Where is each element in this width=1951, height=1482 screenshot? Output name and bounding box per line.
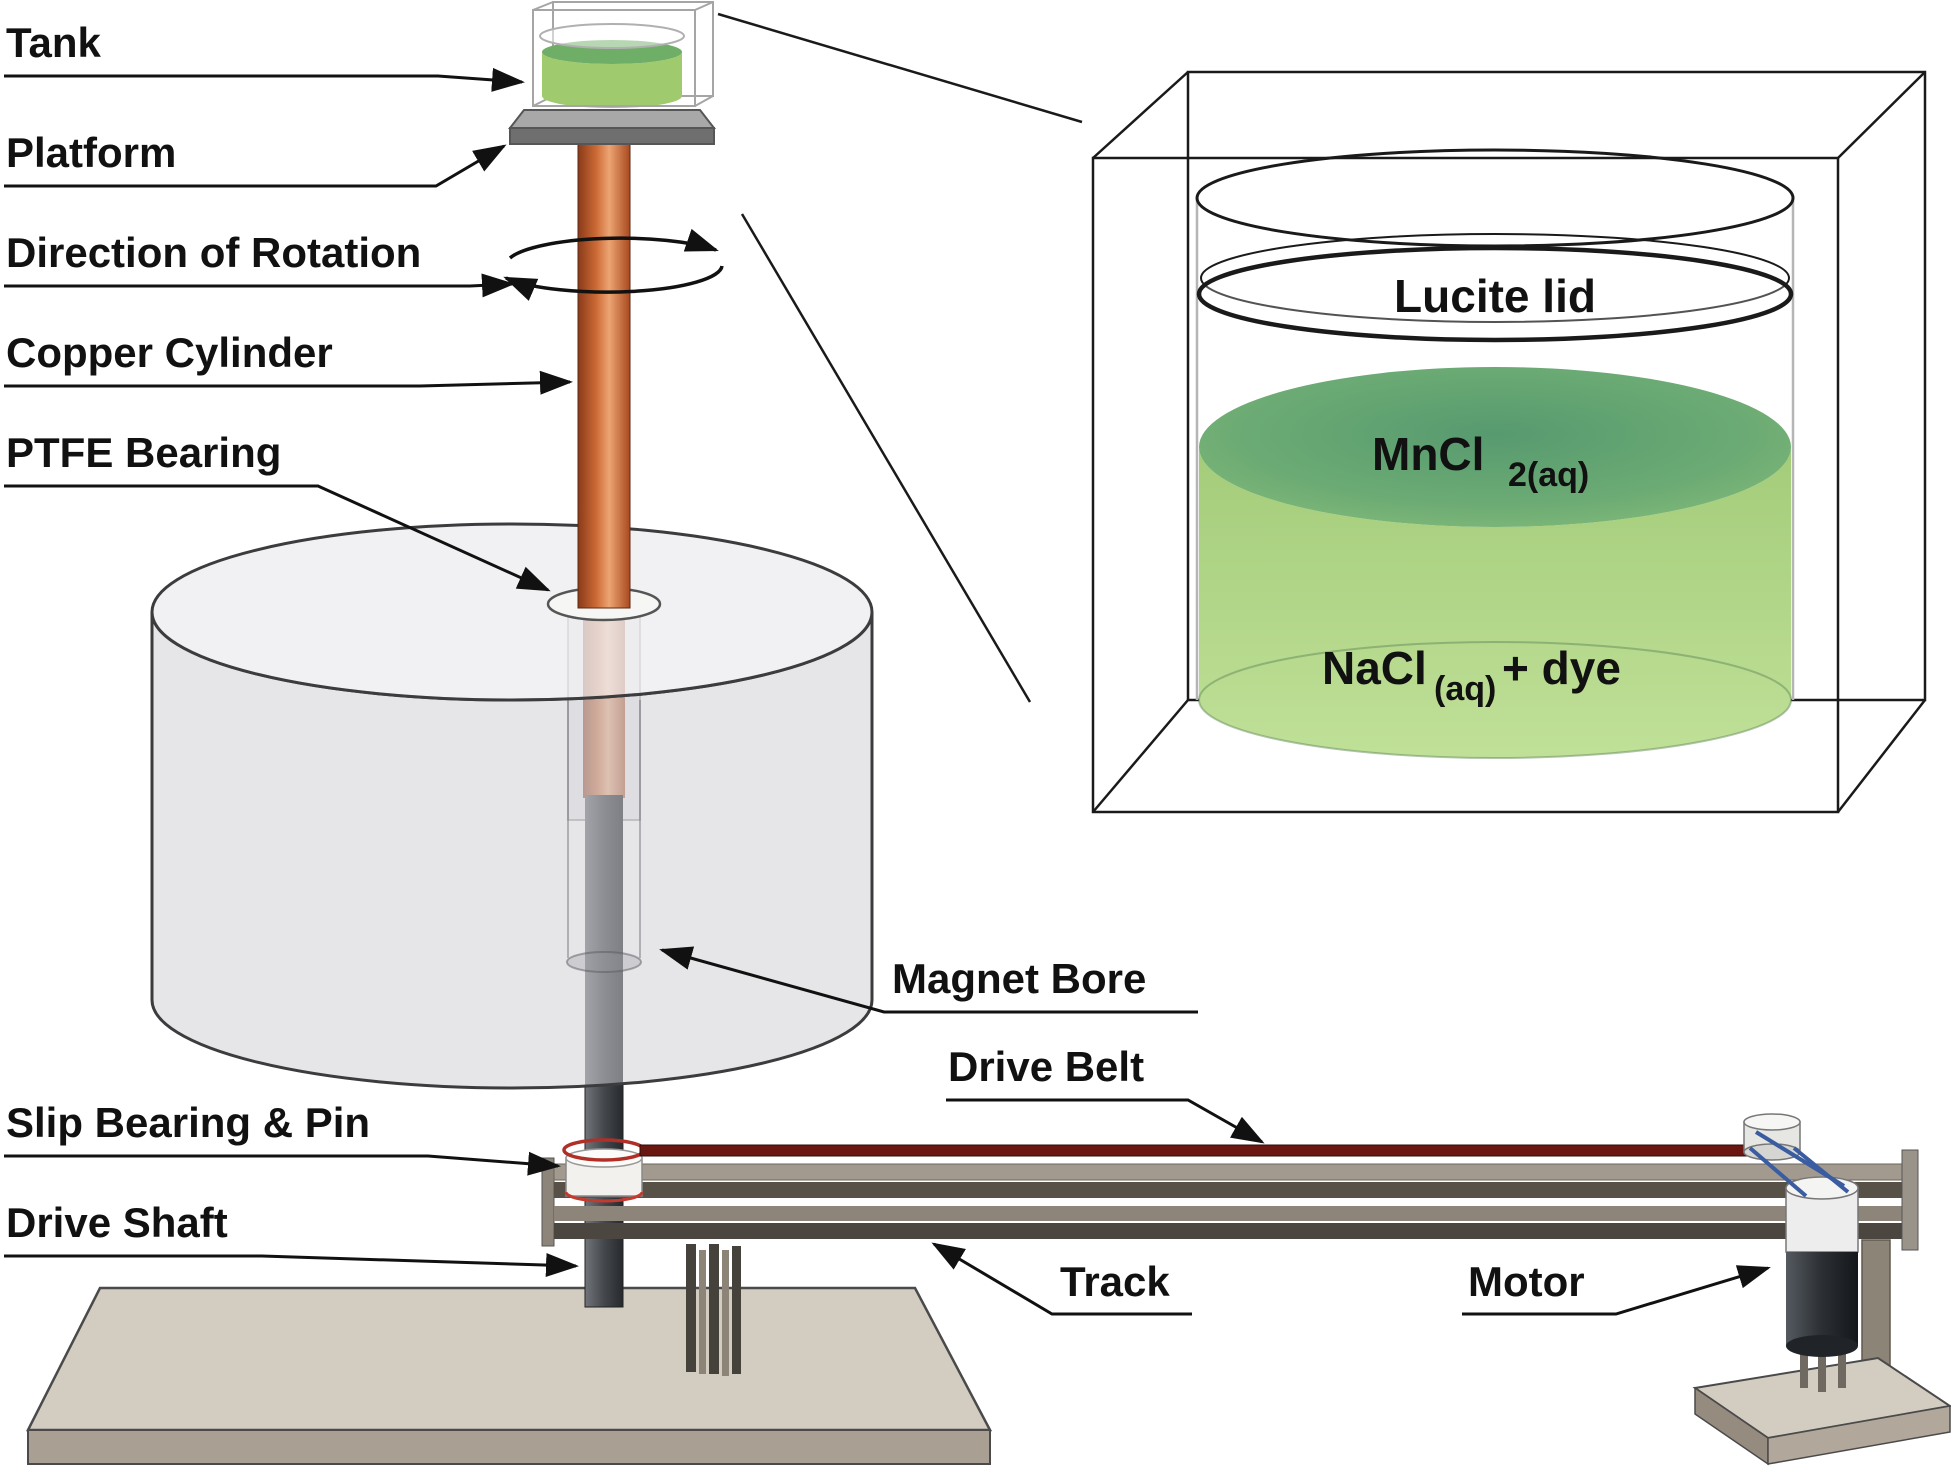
magnet [150, 522, 874, 1090]
direction-of-rotation-label: Direction of Rotation [6, 229, 421, 276]
motor-base-right [1767, 1405, 1951, 1465]
mncl-liquid-surface [1199, 367, 1791, 527]
tank-box-edge [694, 95, 714, 107]
tank-label: Tank [6, 19, 102, 66]
bracket-fin [709, 1244, 719, 1374]
platform-top [507, 109, 717, 129]
inset-box-edge [1837, 71, 1926, 159]
tank-liquid [542, 52, 682, 108]
magnet-top-face [150, 522, 874, 702]
bracket-fin [722, 1250, 729, 1376]
track-end-cap-left [541, 1157, 555, 1247]
lucite-lid-upper-edge [1200, 233, 1790, 323]
callout-labels: Tank Platform Direction of Rotation Copp… [4, 19, 1771, 1316]
motor-mount-rod [1838, 1342, 1846, 1388]
nacl-dye-liquid [1199, 447, 1791, 758]
motor-label: Motor [1468, 1258, 1585, 1305]
magnet-bore-leader [659, 946, 1198, 1014]
base-plate-front [27, 1429, 991, 1465]
drive-shaft-leader [4, 1253, 579, 1278]
zoom-connector-lines [717, 12, 1083, 703]
motor-support-column [1861, 1239, 1891, 1373]
drive-belt [639, 1144, 1773, 1157]
tank-leader [4, 67, 525, 92]
motor-bottom [1786, 1335, 1858, 1357]
drive-belt-label: Drive Belt [948, 1043, 1144, 1090]
zoom-line-bottom [740, 213, 1032, 703]
copper-cylinder-label: Copper Cylinder [6, 329, 333, 376]
mncl-label: MnCl [1372, 428, 1484, 480]
slip-bearing-and-pin-label: Slip Bearing & Pin [6, 1099, 370, 1146]
drive-belt-leader [946, 1098, 1265, 1144]
base-plate-top [25, 1286, 993, 1432]
zoom-line-top [717, 12, 1083, 124]
slip-bearing-top [565, 1148, 643, 1168]
nacl-subscript-label: (aq) [1434, 670, 1496, 708]
inset-box-edge [1092, 699, 1189, 813]
slip-bearing-and-pin [562, 1138, 646, 1203]
magnet-bore-bottom [566, 951, 642, 973]
bracket-fin [699, 1250, 706, 1374]
lucite-lid-label: Lucite lid [1394, 270, 1596, 322]
belt-wrap-line [1748, 1146, 1808, 1198]
support-bracket-fins [686, 1244, 741, 1376]
bracket-fin [686, 1244, 696, 1372]
track-label: Track [1060, 1258, 1170, 1305]
track-rail [554, 1223, 1902, 1239]
tank-box-edge [532, 1, 554, 11]
mncl-subscript-label: 2(aq) [1508, 456, 1589, 494]
slip-bearing-red-rim [564, 1191, 644, 1203]
ptfe-bearing-leader [4, 484, 551, 592]
nacl-label: NaCl [1322, 642, 1427, 694]
magnet-bore-label: Magnet Bore [892, 955, 1146, 1002]
track-leader [931, 1242, 1192, 1316]
motor-lower-body [1786, 1252, 1858, 1346]
tank-box-front [532, 9, 696, 107]
pulley-top [1743, 1113, 1801, 1131]
track-rail [554, 1182, 1908, 1198]
tank-assembly [507, 1, 717, 145]
nacl-suffix-label: + dye [1502, 642, 1621, 694]
track-end-cap-right [1901, 1149, 1919, 1251]
base-plate [25, 1286, 993, 1465]
inset-cylinder-top-rim [1195, 148, 1795, 248]
rotation-arc-front [503, 265, 724, 301]
motor-mount-rod [1818, 1344, 1826, 1392]
lucite-lid [1196, 245, 1794, 343]
inset-tank-view: Lucite lid MnCl 2(aq) NaCl (aq) + dye [1091, 70, 1927, 814]
apparatus [25, 1, 1951, 1466]
bracket-fin [732, 1246, 741, 1374]
rotation-arc-back [508, 228, 719, 260]
motor-leader [1462, 1265, 1771, 1316]
track-rail [554, 1206, 1902, 1221]
platform-label: Platform [6, 129, 176, 176]
tank-lid-rim [539, 23, 685, 49]
drive-shaft-label: Drive Shaft [6, 1199, 228, 1246]
inset-box-edge [1092, 71, 1189, 159]
copper-cylinder-leader [4, 370, 573, 395]
inset-cylinder-bottom-rim [1198, 641, 1792, 759]
platform-front [509, 127, 715, 145]
motor-mount-rod [1800, 1342, 1808, 1388]
copper-cylinder [577, 137, 631, 609]
tank-box-edge [694, 1, 714, 11]
track [541, 1149, 1919, 1251]
inset-box-front-face [1091, 156, 1840, 814]
inset-box-edge [1837, 699, 1926, 813]
track-rail [553, 1163, 1909, 1181]
rotation-arrows [503, 228, 724, 301]
belt-wrap-line [1754, 1130, 1846, 1188]
slip-bearing-leader [4, 1151, 561, 1176]
ptfe-bearing-label: PTFE Bearing [6, 429, 281, 476]
platform-leader [4, 144, 507, 188]
motor-assembly [1692, 1113, 1951, 1466]
direction-of-rotation-leader [4, 273, 515, 298]
